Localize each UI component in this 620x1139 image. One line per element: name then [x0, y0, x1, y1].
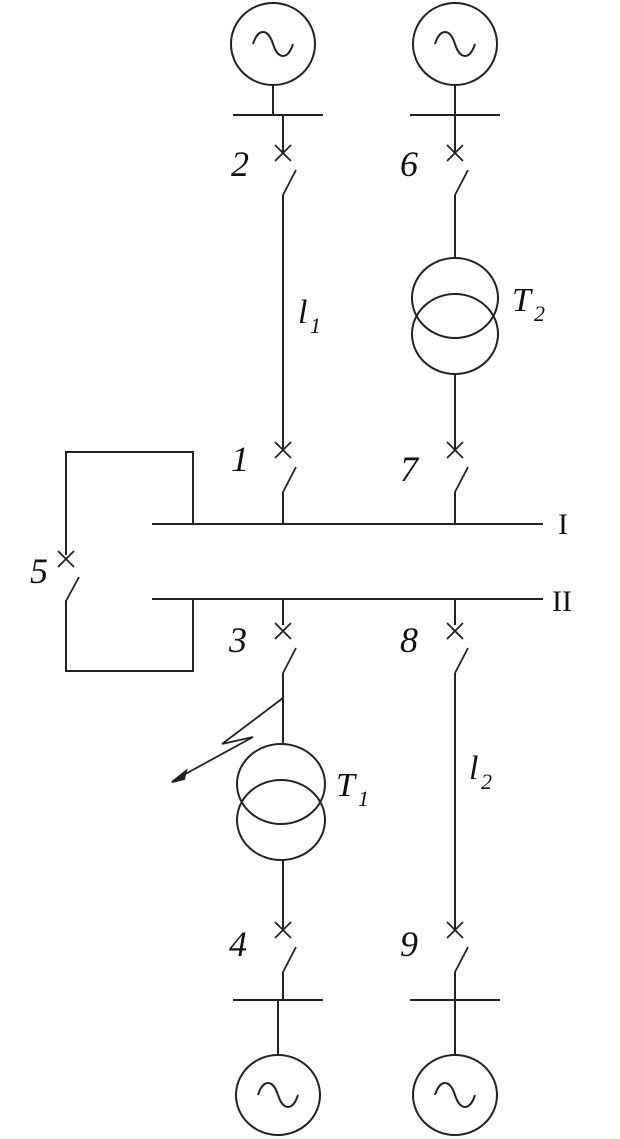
- transformer-icon: [236, 743, 326, 825]
- line-l2-sub: 2: [481, 769, 492, 794]
- breaker-7-label: 7: [400, 449, 420, 489]
- generator-icon: [412, 1054, 498, 1136]
- generator-bottom-right: [412, 1054, 498, 1136]
- transformer-t2: [411, 257, 499, 375]
- breaker-5-label: 5: [30, 551, 48, 591]
- breaker-6-label: 6: [400, 144, 418, 184]
- breaker-3-label: 3: [228, 620, 247, 660]
- line-l2-label: l: [469, 750, 478, 787]
- sine-icon: [434, 31, 476, 57]
- breaker-8[interactable]: [446, 622, 469, 674]
- sine-icon: [257, 1082, 299, 1108]
- breaker-2[interactable]: [274, 144, 297, 196]
- breaker-4-label: 4: [229, 924, 247, 964]
- generator-bottom-left: [235, 1054, 321, 1136]
- busbar-2-label: II: [552, 585, 572, 618]
- bus-coupler: [65, 451, 194, 672]
- generator-icon: [235, 1054, 321, 1136]
- breaker-4[interactable]: [274, 921, 297, 973]
- breaker-5[interactable]: [57, 550, 80, 602]
- breaker-1-label: 1: [231, 439, 249, 479]
- transformer-t1-sub: 1: [358, 786, 369, 811]
- breaker-3[interactable]: [274, 622, 297, 674]
- sine-icon: [434, 1082, 476, 1108]
- transformer-t2-sub: 2: [534, 301, 545, 326]
- transformer-icon: [411, 257, 499, 339]
- breaker-8-label: 8: [400, 620, 418, 660]
- breaker-7[interactable]: [446, 441, 469, 493]
- breaker-9[interactable]: [446, 921, 469, 973]
- generator-top-left: [230, 2, 316, 86]
- transformer-t1-label: T: [336, 767, 357, 804]
- sine-icon: [252, 31, 294, 57]
- breaker-1[interactable]: [274, 441, 297, 493]
- breaker-9-label: 9: [400, 924, 418, 964]
- transformer-t2-label: T: [512, 282, 533, 319]
- breaker-2-label: 2: [231, 144, 249, 184]
- line-l1-label: l: [298, 294, 307, 331]
- busbar-1-label: I: [558, 508, 568, 541]
- fault-arrow-icon: [171, 697, 284, 783]
- breaker-6[interactable]: [446, 144, 469, 196]
- transformer-t1: [236, 743, 326, 861]
- generator-top-right: [412, 2, 498, 86]
- line-l1-sub: 1: [310, 313, 321, 338]
